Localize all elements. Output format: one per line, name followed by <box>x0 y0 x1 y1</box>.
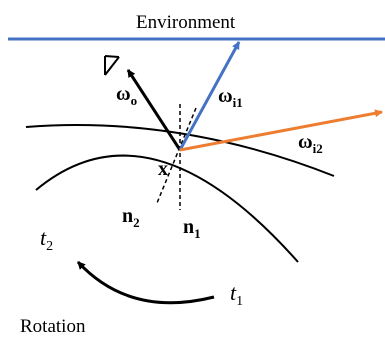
omega-o-arrow <box>126 69 182 151</box>
normal-2-label: n2 <box>122 205 140 230</box>
omega-i2-arrow <box>179 109 383 152</box>
time-1-label: t1 <box>230 280 243 309</box>
normal-1-label: n1 <box>183 216 201 241</box>
surface-curve-2 <box>35 154 299 263</box>
rotation-arrow <box>76 260 215 305</box>
eye-icon <box>104 55 120 76</box>
rotation-label: Rotation <box>20 316 86 337</box>
omega-i1-label: ωi1 <box>218 85 243 110</box>
omega-o-label: ωo <box>116 83 137 108</box>
time-2-label: t2 <box>40 225 53 254</box>
normal-2-line <box>156 107 197 204</box>
point-x-label: x <box>158 158 168 180</box>
omega-i2-label: ωi2 <box>298 131 323 156</box>
omega-i1-arrow <box>178 41 241 151</box>
environment-label: Environment <box>136 12 236 33</box>
